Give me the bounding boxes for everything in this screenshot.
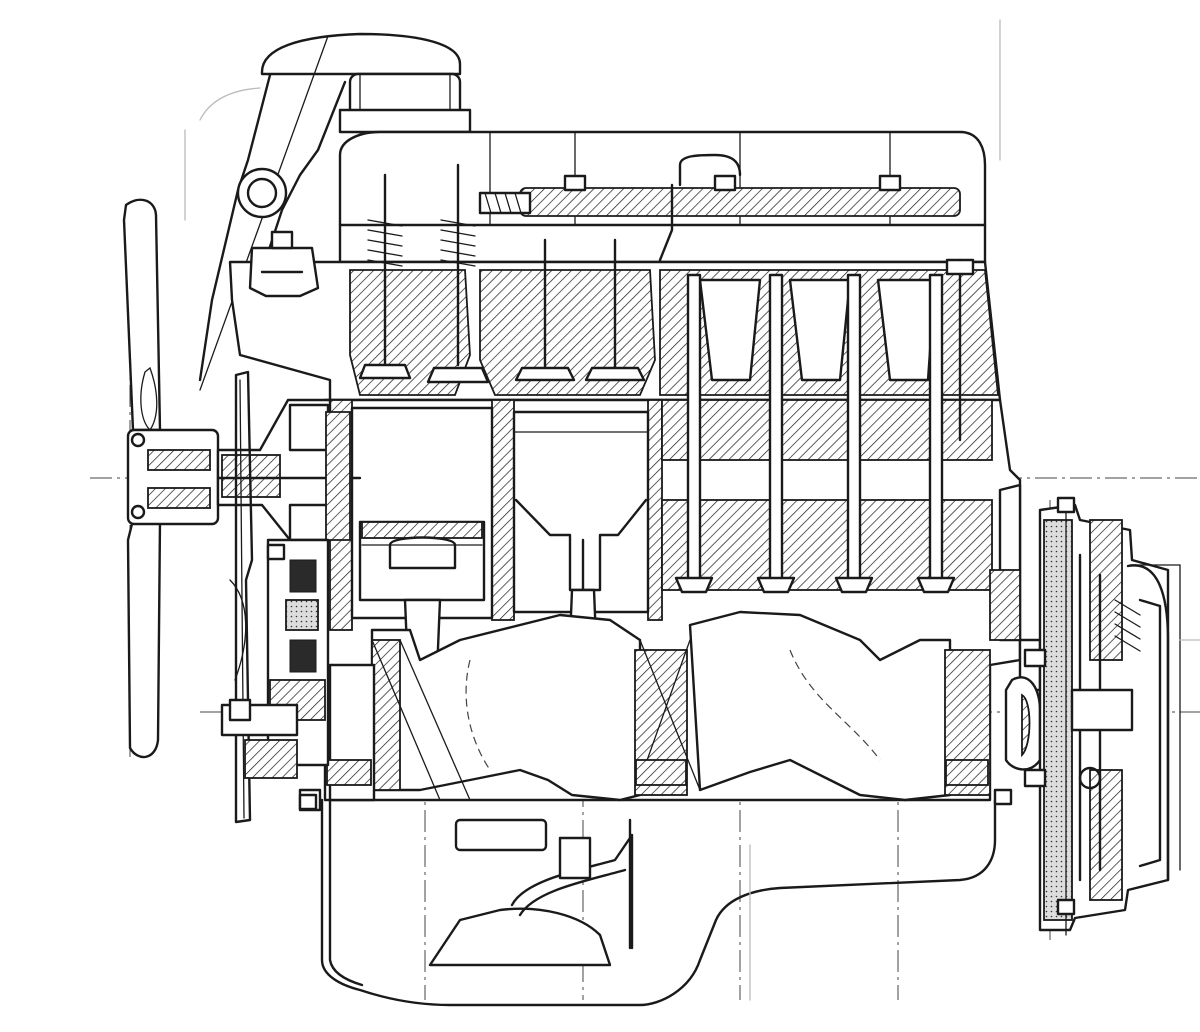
intake-duct (198, 35, 347, 391)
water-pump (216, 398, 362, 542)
valves (358, 163, 646, 384)
bell-housing-edge (1126, 564, 1181, 882)
valve-2 (426, 163, 490, 384)
bolts (266, 496, 1076, 916)
construction-lines (184, 19, 1200, 1001)
valve-4 (584, 238, 646, 382)
fan (122, 198, 220, 759)
thermostat-housing (248, 230, 320, 298)
flywheel-housing (989, 483, 1042, 771)
crank-pulley (220, 698, 322, 812)
air-cleaner (260, 32, 472, 134)
fan-belt-pulley (229, 370, 254, 824)
valve-1 (358, 173, 412, 380)
clutch-assembly (1038, 499, 1170, 936)
oil-sump (320, 798, 997, 1007)
main-bearings (326, 759, 989, 786)
valve-3 (514, 238, 576, 382)
piston-1 (358, 520, 486, 602)
